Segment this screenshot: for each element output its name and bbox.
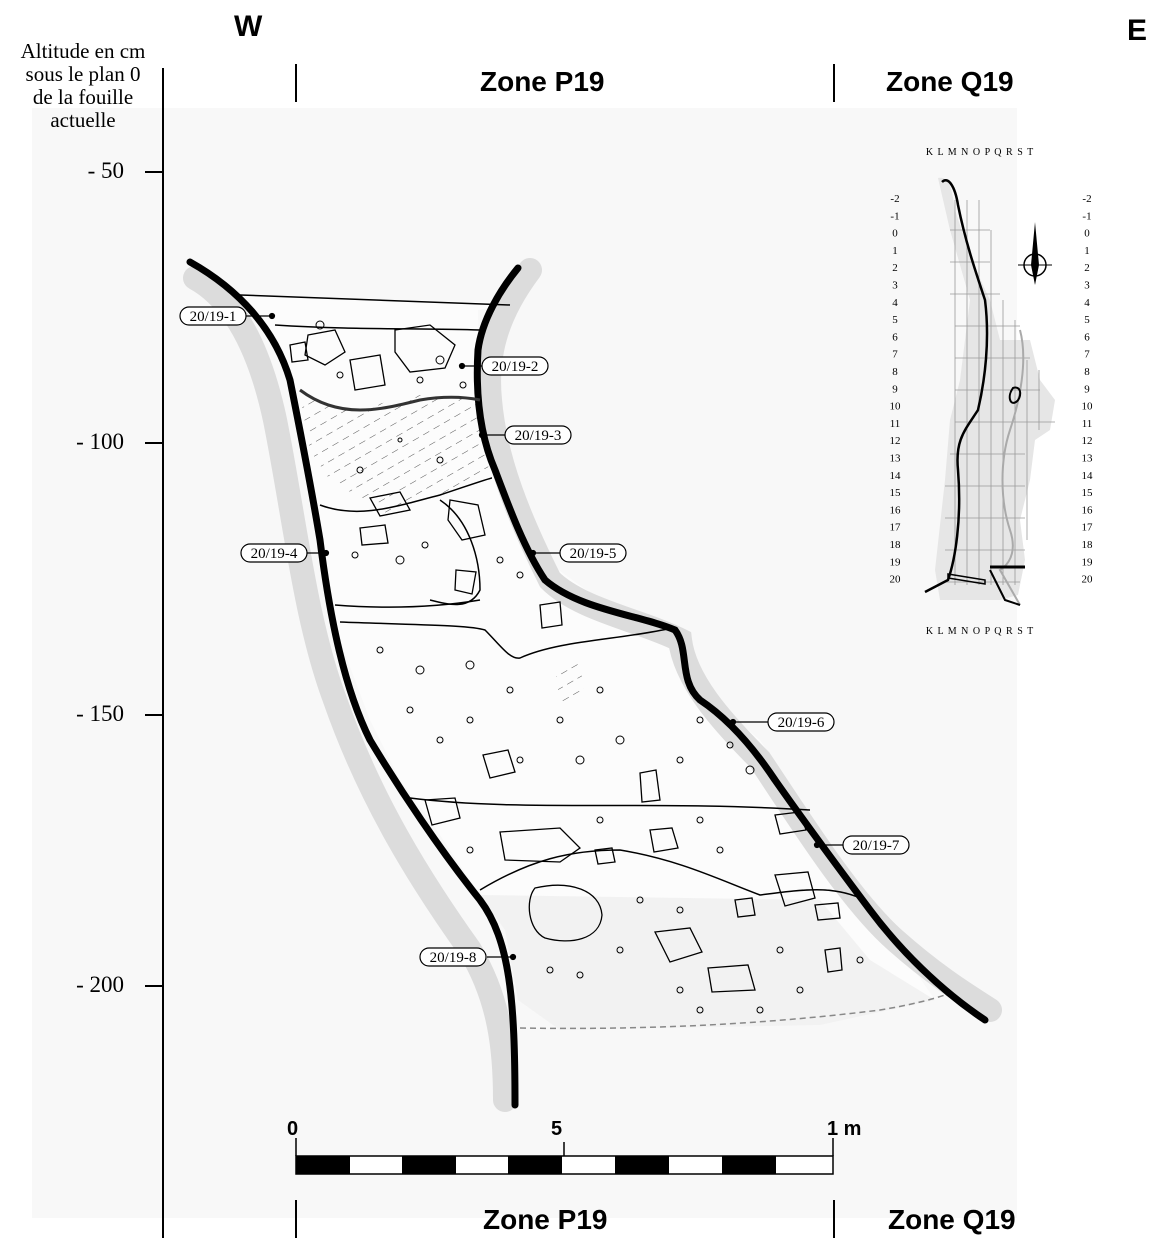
leader-lines xyxy=(246,312,843,961)
stipple-zone xyxy=(480,895,935,1030)
map-cave-wall-east xyxy=(998,329,1025,606)
scale-label-5: 5 xyxy=(551,1118,563,1140)
map-marker-20 xyxy=(947,573,986,585)
tick-label-50: - 50 xyxy=(87,158,124,183)
boundary-3-4 xyxy=(319,477,493,513)
boundary-base xyxy=(519,994,946,1030)
boundary-5a xyxy=(334,599,481,608)
altitude-axis-label-line: Altitude en cm xyxy=(20,39,146,63)
tick-label-200: - 200 xyxy=(76,972,124,997)
rock-clasts xyxy=(289,324,843,993)
west-wall xyxy=(186,258,519,1109)
boundary-1-2 xyxy=(274,324,481,331)
west-label: W xyxy=(234,10,263,43)
location-map xyxy=(924,177,1055,606)
boundary-5-6 xyxy=(339,621,673,659)
hatched-lens xyxy=(555,662,585,705)
map-halo xyxy=(935,177,1055,600)
altitude-axis-label-line: actuelle xyxy=(50,108,116,132)
east-wall xyxy=(473,264,989,1024)
zone-q19-top: Zone Q19 xyxy=(886,66,1014,97)
altitude-axis-label-line: sous le plan 0 xyxy=(25,62,141,86)
scale-label-1m: 1 m xyxy=(827,1118,862,1140)
east-label: E xyxy=(1127,14,1148,47)
altitude-axis-label: Altitude en cm sous le plan 0 de la foui… xyxy=(4,40,162,132)
gravel xyxy=(315,320,864,1014)
north-arrow-icon xyxy=(1018,222,1052,285)
zone-p19-bottom: Zone P19 xyxy=(483,1204,608,1235)
scale-label-0: 0 xyxy=(287,1118,299,1140)
boundary-2-3 xyxy=(299,388,481,412)
hatched-layer-3 xyxy=(300,395,490,515)
scale-bar-graphic xyxy=(295,1138,834,1175)
tick-label-150: - 150 xyxy=(76,701,124,726)
map-cave-wall-east-end xyxy=(989,569,1021,606)
zone-p19-top: Zone P19 xyxy=(480,66,605,97)
boundary-7-8 xyxy=(479,849,861,899)
tick-label-100: - 100 xyxy=(76,429,124,454)
boundary-1 xyxy=(239,294,511,306)
zone-q19-bottom: Zone Q19 xyxy=(888,1204,1016,1235)
west-wall-shadow xyxy=(183,266,517,1112)
map-marker-10 xyxy=(1008,386,1022,404)
map-cave-wall-west xyxy=(924,179,989,594)
altitude-axis-label-line: de la fouille xyxy=(32,85,134,109)
